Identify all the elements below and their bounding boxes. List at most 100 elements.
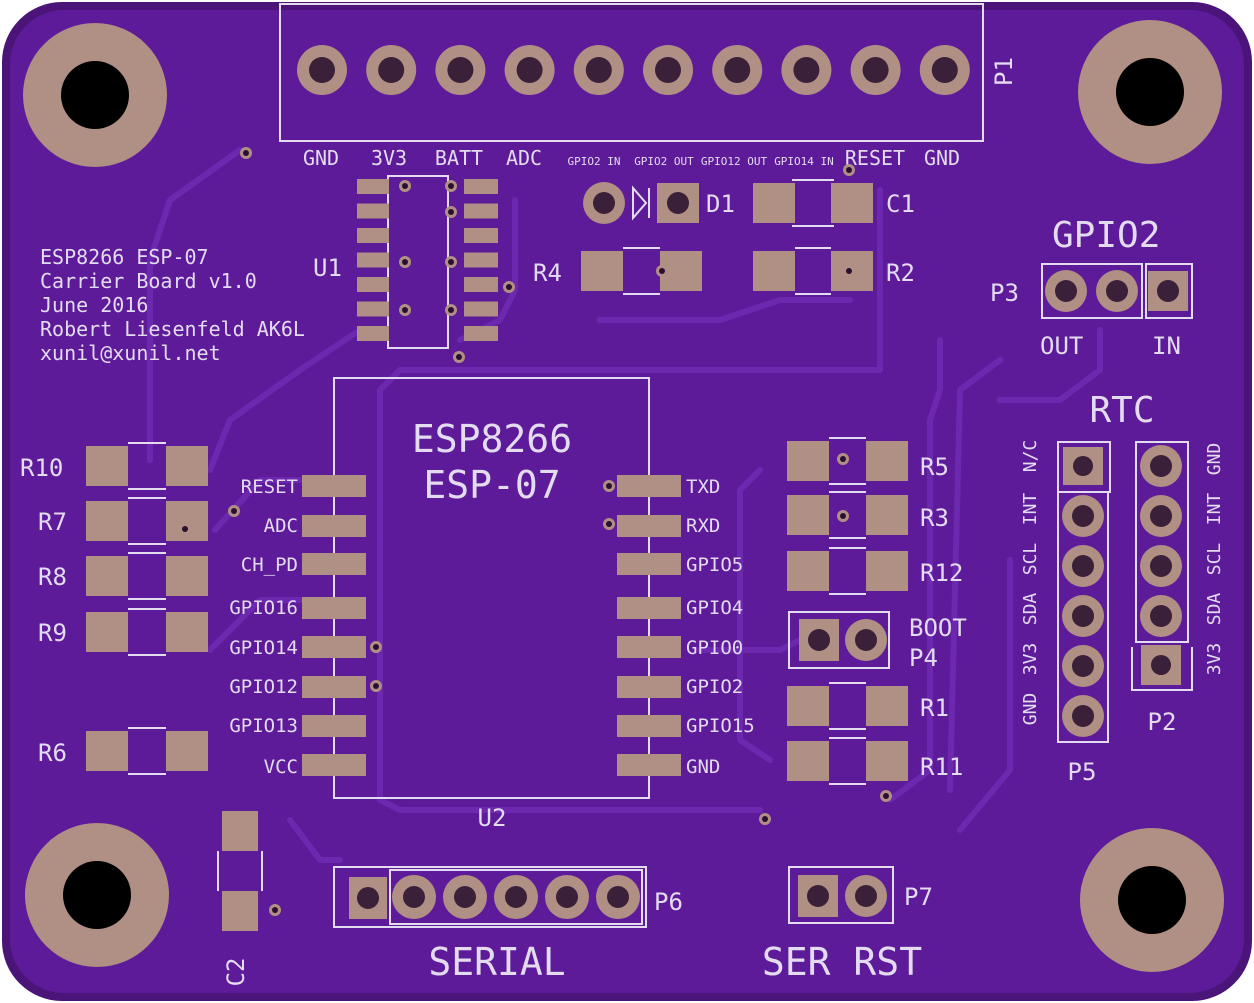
u2-pin-rxd: RXD [686, 515, 720, 537]
board-info-text: ESP8266 ESP-07 Carrier Board v1.0 June 2… [40, 245, 305, 365]
p1-pin-9-hole [862, 57, 889, 83]
mounting-hole-bottom-left [25, 823, 169, 967]
via-hole-4 [448, 209, 454, 215]
u1-pad-left-3 [357, 228, 389, 243]
p2-pin-5-hole [1151, 655, 1171, 675]
p5-label-nc: N/C [1020, 440, 1041, 473]
p1-pin-3-hole [447, 57, 474, 83]
rtc-title: RTC [1089, 390, 1154, 431]
u2-left-pad-1 [302, 475, 366, 497]
p2-pin-4-hole [1150, 605, 1172, 627]
p6-pin-5-hole [556, 886, 578, 908]
p1-label-1: GND [303, 146, 339, 170]
p1-label-3: BATT [435, 146, 483, 170]
p3-out-label: OUT [1040, 332, 1083, 360]
r8-ref: R8 [38, 563, 67, 591]
resistor-r8: R8 [38, 552, 208, 600]
p1-label-5: GPIO2 IN [568, 155, 621, 168]
header-p1: P1 GND 3V3 BATT ADC GPIO2 IN GPIO2 OUT G… [279, 3, 1018, 170]
via-hole-1 [243, 150, 249, 156]
u2-pin-adc: ADC [264, 515, 298, 537]
module-name-line2: ESP-07 [423, 463, 560, 507]
u2-right-pad-8 [617, 754, 681, 776]
resistor-r5: R5 [787, 437, 949, 485]
via-hole-9 [506, 284, 512, 290]
p1-pin-2-hole [378, 57, 405, 83]
u2-left-pad-5 [302, 636, 366, 658]
via-hole-15 [373, 644, 379, 650]
p5-label-scl: SCL [1020, 543, 1041, 576]
capacitor-c1: C1 [753, 179, 915, 227]
p5-pin-5-hole [1072, 655, 1094, 677]
r2-ref: R2 [886, 259, 915, 287]
p2-labels: GND INT SCL SDA 3V3 [1204, 443, 1225, 676]
p2-ref: P2 [1148, 708, 1177, 736]
via-hole-6 [448, 259, 454, 265]
u1-pad-left-7 [357, 326, 389, 341]
p1-pin-10-hole [931, 57, 958, 83]
p5-label-sda: SDA [1020, 593, 1041, 626]
p6-label: SERIAL [428, 940, 565, 984]
p1-label-4: ADC [506, 146, 542, 170]
diode-d1: D1 [583, 182, 735, 224]
u1-pad-right-2 [464, 203, 498, 219]
p2-pin-2-hole [1150, 505, 1172, 527]
u2-left-pad-3 [302, 553, 366, 575]
u2-left-pad-4 [302, 597, 366, 619]
p2-label-int: INT [1204, 493, 1225, 526]
p5-pin-2-hole [1072, 505, 1094, 527]
u2-pin-txd: TXD [686, 476, 720, 498]
via-hole-23 [272, 907, 278, 913]
resistor-r1: R1 [787, 682, 949, 730]
r11-ref: R11 [920, 753, 963, 781]
u2-left-labels: RESET ADC CH_PD GPIO16 GPIO14 GPIO12 GPI… [229, 476, 298, 778]
resistor-r10: R10 [20, 442, 208, 490]
via-hole-10 [456, 354, 462, 360]
via-hole-17 [606, 483, 612, 489]
via-hole-14 [231, 508, 237, 514]
u2-pin-ch-pd: CH_PD [241, 554, 298, 576]
u1-pad-left-4 [357, 252, 389, 268]
c2-ref: C2 [222, 958, 250, 987]
p1-pin-8-hole [793, 57, 820, 83]
p1-ref: P1 [990, 57, 1018, 86]
p6-pin-2-hole [403, 886, 425, 908]
p7-ref: P7 [904, 883, 933, 911]
u2-right-pad-5 [617, 636, 681, 658]
module-name-line1: ESP8266 [412, 417, 572, 461]
via-hole-3 [448, 183, 454, 189]
resistor-r9: R9 [38, 608, 208, 656]
u1-pad-right-6 [464, 301, 498, 317]
p3-in-label: IN [1152, 332, 1181, 360]
p3-title: GPIO2 [1052, 215, 1160, 256]
r5-ref: R5 [920, 453, 949, 481]
copper-traces [147, 147, 1103, 863]
u1-ref: U1 [313, 254, 342, 282]
u2-pin-gpio13: GPIO13 [229, 715, 298, 737]
p1-label-2: 3V3 [371, 146, 407, 170]
u1-pad-right-1 [464, 179, 498, 194]
c1-ref: C1 [886, 190, 915, 218]
p4-ref: P4 [909, 644, 938, 672]
u2-pin-gpio15: GPIO15 [686, 715, 755, 737]
resistor-r12: R12 [787, 547, 963, 595]
p1-pin-6-hole [655, 57, 681, 83]
via-hole-24 [182, 526, 188, 532]
p4-label: BOOT [909, 614, 967, 642]
via-hole-19 [840, 456, 846, 462]
r4-ref: R4 [533, 259, 562, 287]
u1-pad-left-2 [357, 203, 389, 219]
board-subtitle: Carrier Board v1.0 [40, 269, 257, 293]
via-hole-8 [448, 307, 454, 313]
r10-ref: R10 [20, 454, 63, 482]
u2-pin-gpio2: GPIO2 [686, 676, 743, 698]
mounting-hole-top-left [23, 23, 167, 167]
p1-pin-4-hole [516, 57, 543, 83]
p5-pin-3-hole [1072, 555, 1094, 577]
u2-left-pad-6 [302, 676, 366, 698]
via-hole-13 [846, 268, 852, 274]
via-hole-22 [762, 816, 768, 822]
mounting-holes [23, 20, 1224, 972]
